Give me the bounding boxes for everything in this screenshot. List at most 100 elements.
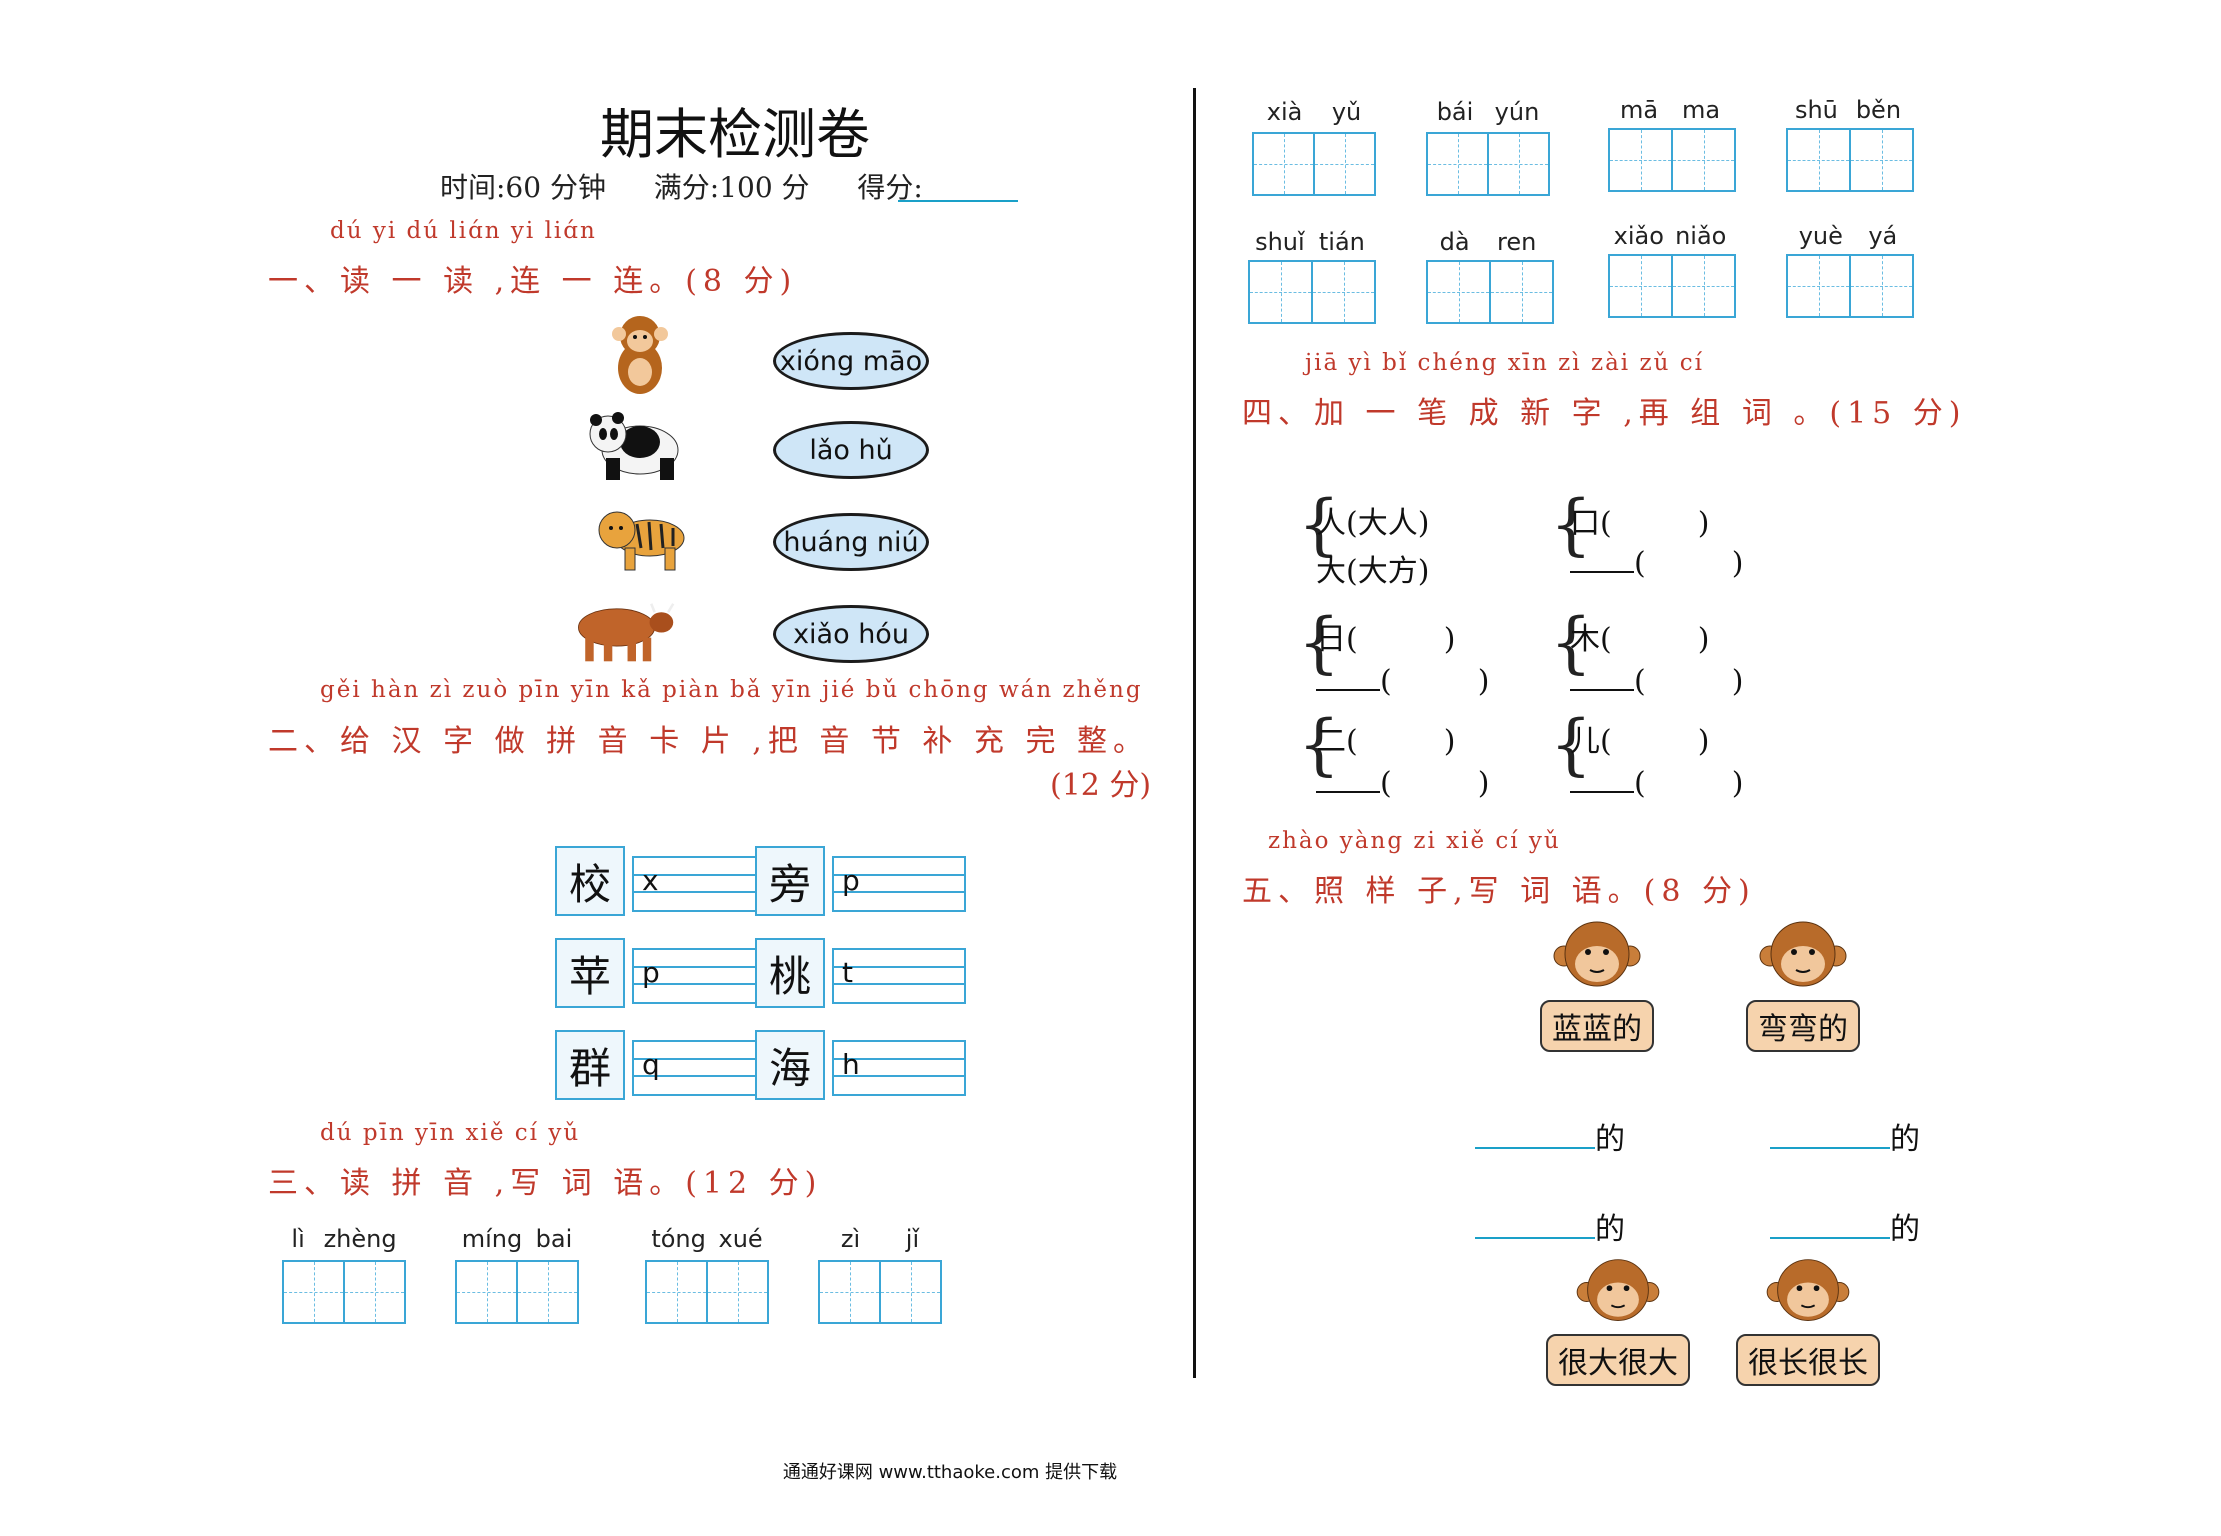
option-xiao-hou[interactable]: xiǎo hóu	[773, 605, 929, 663]
column-divider	[1193, 88, 1196, 1378]
monkey-icon	[1576, 1259, 1660, 1321]
pinyin-line-box[interactable]: p	[832, 856, 966, 912]
write-grid[interactable]	[1426, 260, 1554, 324]
example-word: 弯弯的	[1746, 1000, 1860, 1052]
tiger-image	[598, 511, 685, 571]
write-grid[interactable]	[1608, 254, 1736, 318]
exam-info: 时间:60 分钟 满分:100 分 得分:	[440, 166, 923, 206]
brace: {	[1550, 604, 1592, 681]
pinyin-line-box[interactable]: p	[632, 948, 766, 1004]
write-grid[interactable]	[645, 1260, 769, 1324]
pinyin-prefix: h	[842, 1048, 860, 1081]
q4-item[interactable]: 口()	[1570, 506, 1710, 541]
write-grid[interactable]	[1248, 260, 1376, 324]
write-grid[interactable]	[1786, 128, 1914, 192]
char-card: 群	[555, 1030, 625, 1100]
example-word: 蓝蓝的	[1540, 1000, 1654, 1052]
char-card: 旁	[755, 846, 825, 916]
q2-heading: 二、给 汉 字 做 拼 音 卡 片 ,把 音 节 补 充 完 整。	[268, 724, 1150, 759]
q3-heading: 三、读 拼 音 ,写 词 语。(12 分)	[268, 1166, 823, 1201]
pinyin-line-box[interactable]: x	[632, 856, 766, 912]
char-card: 苹	[555, 938, 625, 1008]
full-score-label: 满分:100 分	[653, 171, 810, 204]
q4-answer[interactable]: ()	[1316, 664, 1489, 699]
q4-pinyin: jiā yì bǐ chéng xīn zì zài zǔ cí	[1305, 350, 1704, 376]
q4-item[interactable]: 二()	[1316, 724, 1456, 759]
pinyin-prefix: x	[642, 864, 659, 897]
q5-heading: 五、照 样 子,写 词 语。(8 分)	[1242, 874, 1756, 909]
fill-blank[interactable]: 的	[1770, 1204, 1920, 1248]
pinyin-prefix: p	[642, 956, 660, 989]
monkey-icon	[1759, 921, 1847, 987]
q4-heading: 四、加 一 笔 成 新 字 ,再 组 词 。(15 分)	[1242, 396, 1967, 431]
score-label: 得分:	[857, 171, 923, 204]
option-lao-hu[interactable]: lǎo hǔ	[773, 421, 929, 479]
ox-image	[578, 603, 675, 662]
q4-answer[interactable]: ()	[1570, 664, 1743, 699]
monkey-icon	[1553, 921, 1641, 987]
option-huang-niu[interactable]: huáng niú	[773, 513, 929, 571]
pinyin-line-box[interactable]: t	[832, 948, 966, 1004]
q5-pinyin: zhào yàng zi xiě cí yǔ	[1268, 828, 1561, 854]
time-label: 时间:60 分钟	[440, 171, 606, 204]
monkey-example: 很长很长	[1736, 1254, 1880, 1386]
write-grid[interactable]	[282, 1260, 406, 1324]
q3-pinyin: dú pīn yīn xiě cí yǔ	[320, 1120, 581, 1146]
q4-answer[interactable]: ()	[1570, 546, 1743, 581]
q4-item[interactable]: 木()	[1570, 622, 1710, 657]
q4-answer[interactable]: ()	[1316, 766, 1489, 801]
q1-pinyin: dú yi dú liɑ́n yi liɑ́n	[330, 218, 597, 244]
q4-answer[interactable]: ()	[1570, 766, 1743, 801]
example-bottom: 大(大方)	[1316, 554, 1430, 589]
write-grid[interactable]	[1426, 132, 1550, 196]
monkey-image	[612, 316, 668, 394]
example-top: 人(大人)	[1316, 506, 1430, 541]
example-word: 很长很长	[1736, 1334, 1880, 1386]
brace: {	[1550, 706, 1592, 783]
fill-blank[interactable]: 的	[1475, 1204, 1625, 1248]
monkey-example: 蓝蓝的	[1540, 916, 1654, 1052]
brace: {	[1298, 604, 1340, 681]
pinyin-line-box[interactable]: h	[832, 1040, 966, 1096]
write-grid[interactable]	[1786, 254, 1914, 318]
q4-item[interactable]: 儿()	[1570, 724, 1710, 759]
write-grid[interactable]	[1608, 128, 1736, 192]
example-word: 很大很大	[1546, 1334, 1690, 1386]
write-grid[interactable]	[1252, 132, 1376, 196]
char-card: 海	[755, 1030, 825, 1100]
monkey-example: 弯弯的	[1746, 916, 1860, 1052]
brace: {	[1550, 486, 1592, 563]
footer-source: 通通好课网 www.tthaoke.com 提供下载	[782, 1462, 1118, 1483]
pinyin-line-box[interactable]: q	[632, 1040, 766, 1096]
pinyin-prefix: t	[842, 956, 853, 989]
char-card: 校	[555, 846, 625, 916]
q4-item[interactable]: 日()	[1316, 622, 1456, 657]
panda-image	[589, 412, 679, 480]
page-title: 期末检测卷	[600, 103, 870, 166]
score-blank[interactable]	[898, 200, 1018, 202]
monkey-icon	[1766, 1259, 1850, 1321]
pinyin-prefix: q	[642, 1048, 660, 1081]
fill-blank[interactable]: 的	[1770, 1114, 1920, 1158]
write-grid[interactable]	[455, 1260, 579, 1324]
write-grid[interactable]	[818, 1260, 942, 1324]
fill-blank[interactable]: 的	[1475, 1114, 1625, 1158]
option-xiong-mao[interactable]: xióng māo	[773, 332, 929, 390]
monkey-example: 很大很大	[1546, 1254, 1690, 1386]
brace: {	[1298, 706, 1340, 783]
pinyin-prefix: p	[842, 864, 860, 897]
q2-points: (12 分)	[1050, 768, 1152, 803]
char-card: 桃	[755, 938, 825, 1008]
q2-pinyin: gěi hàn zì zuò pīn yīn kǎ piàn bǎ yīn ji…	[320, 677, 1143, 703]
